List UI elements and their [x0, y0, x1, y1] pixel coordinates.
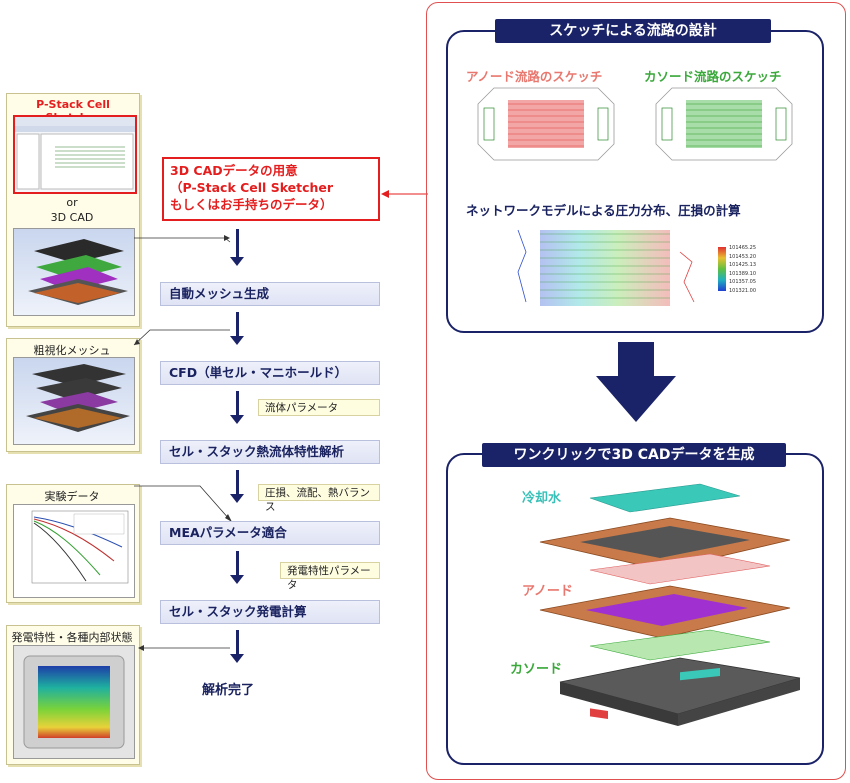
perf-state-title: 発電特性・各種内部状態	[11, 631, 133, 644]
legend-value: 101357.05	[729, 279, 757, 286]
sketcher-screenshot	[13, 115, 137, 194]
network-pressure-image	[517, 229, 695, 306]
flow-arrow-head-2	[230, 336, 244, 345]
param-fluid: 流体パラメータ	[258, 399, 380, 416]
flow-arrow-head-3	[230, 415, 244, 424]
cathode-sketch-image	[655, 87, 793, 161]
anode-label: アノード	[522, 584, 573, 599]
sketch-panel-title: スケッチによる流路の設計	[495, 19, 771, 43]
flow-arrow-3	[236, 391, 239, 417]
param-pressure: 圧損、流配、熱バランス	[258, 484, 380, 513]
big-down-arrow	[596, 342, 676, 422]
step-mea: MEAパラメータ適合	[160, 521, 380, 545]
flow-arrow-head-5	[230, 575, 244, 584]
analysis-complete: 解析完了	[202, 683, 255, 698]
cad-exploded-image	[13, 228, 135, 316]
anode-sketch-label: アノード流路のスケッチ	[466, 69, 603, 84]
exploded-stack-image	[539, 483, 801, 726]
left-connectors	[133, 235, 232, 651]
flow-arrow-head-4	[230, 494, 244, 503]
step-cfd: CFD（単セル・マニホールド）	[160, 361, 380, 385]
cad-gen-panel-title: ワンクリックで3D CADデータを生成	[482, 443, 786, 467]
legend-value: 101425.13	[729, 262, 757, 269]
step-auto-mesh: 自動メッシュ生成	[160, 282, 380, 306]
anode-sketch-image	[477, 87, 615, 161]
base-plate	[559, 657, 801, 715]
pressure-legend-values: 101465.25 101453.20 101425.13 101389.10 …	[729, 244, 756, 296]
legend-value: 101465.25	[729, 245, 757, 251]
legend-value: 101453.20	[729, 253, 757, 260]
cad-text: 3D CAD	[50, 211, 94, 224]
cad-prep-text: 3D CADデータの用意 （P-Stack Cell Sketcher もしくは…	[170, 163, 334, 212]
flow-arrow-4	[236, 470, 239, 496]
coolant-label: 冷却水	[522, 491, 562, 506]
flow-arrow-5	[236, 551, 239, 577]
coolant-layer	[589, 483, 741, 513]
cathode-label: カソード	[510, 662, 563, 677]
or-text: or	[66, 196, 78, 209]
cad-prep-box: 3D CADデータの用意 （P-Stack Cell Sketcher もしくは…	[162, 157, 380, 221]
sketcher-screenshot-image	[15, 117, 135, 190]
step-thermal: セル・スタック熱流体特性解析	[160, 440, 380, 464]
pressure-legend-bar	[718, 247, 726, 291]
flow-arrow-head-6	[230, 654, 244, 663]
flow-arrow-head-1	[230, 257, 244, 266]
coarse-mesh-image	[13, 357, 135, 445]
flow-arrow-6	[236, 630, 239, 656]
param-generation: 発電特性パラメータ	[280, 562, 380, 591]
anode-layer	[589, 553, 771, 585]
flow-arrow-2	[236, 312, 239, 338]
right-red-frame	[426, 2, 846, 780]
flow-arrow-1	[236, 229, 239, 259]
network-model-label: ネットワークモデルによる圧力分布、圧損の計算	[466, 203, 741, 218]
perf-state-image	[13, 645, 135, 759]
exp-data-title: 実験データ	[44, 490, 100, 503]
cad-prep-connector	[381, 190, 428, 198]
step-gen-calc: セル・スタック発電計算	[160, 600, 380, 624]
cathode-sketch-label: カソード流路のスケッチ	[644, 69, 782, 84]
coarse-mesh-title: 粗視化メッシュ	[33, 344, 111, 357]
cathode-layer	[589, 629, 771, 661]
legend-value: 101321.00	[729, 287, 757, 294]
legend-value: 101389.10	[729, 270, 757, 277]
iv-curve-image	[13, 504, 135, 598]
